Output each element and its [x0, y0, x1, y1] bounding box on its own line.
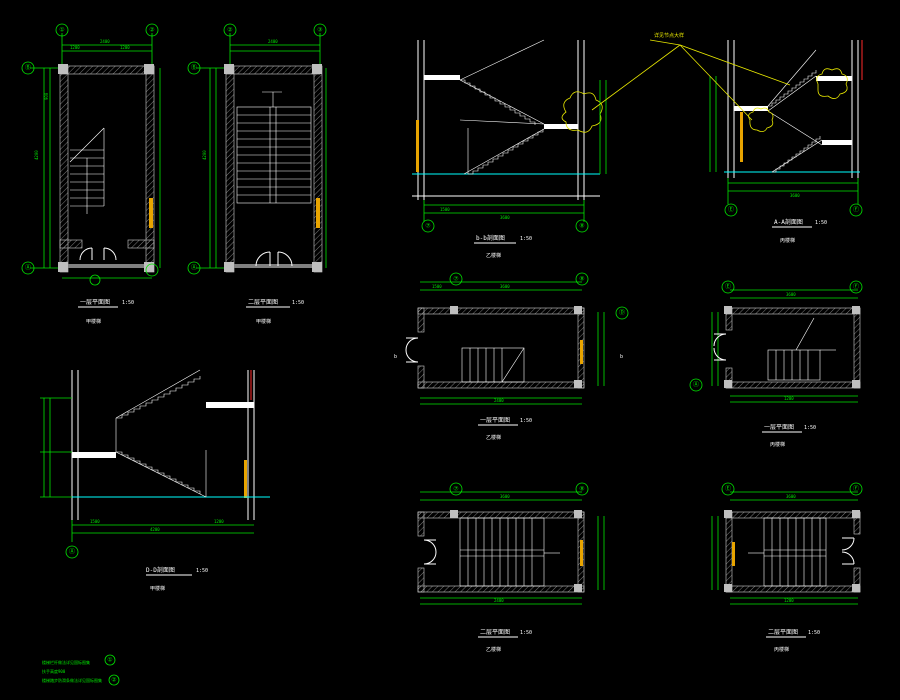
stair-name: 丙楼梯 — [770, 441, 785, 448]
axis-label: Ⓐ — [191, 264, 197, 272]
plan-jia-first-floor: ① ② Ⓑ Ⓐ 2400 1200 1200 4200 900 一层平面图 1:… — [21, 23, 161, 325]
dimension-label: 2400 — [268, 39, 278, 44]
axis-label: ⑧ — [579, 486, 584, 493]
leader-note: 详见节点大样 — [654, 32, 684, 39]
dimension-label: 3600 — [786, 494, 796, 499]
dimension-label: 1500 — [90, 519, 100, 524]
view-title: 一层平面图 — [480, 417, 510, 424]
note-symbol — [108, 674, 120, 686]
dimension-label: 1200 — [784, 598, 794, 603]
view-title: 二层平面图 — [768, 629, 798, 636]
stair-name: 乙楼梯 — [486, 434, 501, 441]
stair-name: 甲楼梯 — [150, 585, 165, 592]
note-symbol-label: ② — [111, 677, 116, 684]
view-scale: 1:50 — [804, 425, 816, 431]
axis-label: ⑧ — [579, 223, 584, 230]
view-scale: 1:50 — [808, 630, 820, 636]
dimension-label: 900 — [44, 92, 49, 100]
note-line: 扶手高度900 — [42, 668, 66, 674]
dimension-label: 1200 — [120, 45, 130, 50]
section-mark: b — [394, 354, 397, 360]
dimension-label: 4200 — [202, 150, 207, 160]
view-title: 一层平面图 — [80, 299, 110, 306]
axis-label: ② — [227, 27, 232, 34]
dimension-label: 2400 — [494, 398, 504, 403]
dimension-label: 1200 — [70, 45, 80, 50]
dimension-label: 3600 — [786, 292, 796, 297]
view-title: D-D剖面图 — [146, 566, 175, 574]
note-line: 楼梯踏步防滑条做法详见国标图集 — [42, 677, 102, 683]
axis-label: Ⓓ — [619, 309, 625, 317]
dimension-label: 1200 — [784, 396, 794, 401]
section-jia-dd: Ⓐ 4200 1500 1200 D-D剖面图 1:50 甲楼梯 — [40, 369, 270, 592]
view-scale: 1:50 — [292, 300, 304, 306]
view-title: 二层平面图 — [480, 629, 510, 636]
axis-label: ① — [59, 27, 64, 34]
axis-label: ⑦ — [453, 486, 458, 493]
axis-label: Ⓕ — [853, 206, 859, 214]
view-title: 一层平面图 — [764, 424, 794, 431]
axis-label: Ⓕ — [853, 485, 859, 493]
section-mark: b — [620, 354, 623, 360]
axis-label: Ⓔ — [728, 206, 734, 214]
axis-label: Ⓔ — [725, 485, 731, 493]
axis-label: Ⓐ — [69, 548, 75, 556]
axis-label: Ⓑ — [25, 64, 31, 72]
view-scale: 1:50 — [122, 300, 134, 306]
view-title: 二层平面图 — [248, 299, 278, 306]
section-yi-bb: ⑦ ⑧ 3600 1500 b-b剖面图 1:50 乙楼梯 — [412, 39, 607, 259]
view-scale: 1:50 — [196, 568, 208, 574]
axis-label: Ⓔ — [725, 283, 731, 291]
detail-leader: 详见节点大样 — [591, 32, 791, 121]
stair-name: 甲楼梯 — [256, 318, 271, 325]
plan-bing-second-floor: Ⓔ Ⓕ 3600 1200 二层平面图 1:50 丙楼梯 — [711, 482, 863, 653]
axis-label: ② — [149, 27, 154, 34]
axis-label: Ⓐ — [693, 381, 699, 389]
dimension-label: 3600 — [500, 284, 510, 289]
section-bing-aa: Ⓔ Ⓕ 3600 A-A剖面图 1:50 丙楼梯 — [709, 40, 863, 244]
view-title: A-A剖面图 — [774, 218, 803, 226]
stair-name: 丙楼梯 — [780, 237, 795, 244]
axis-label: Ⓕ — [853, 283, 859, 291]
dimension-label: 1500 — [432, 284, 442, 289]
view-scale: 1:50 — [520, 630, 532, 636]
dimension-label: 3600 — [500, 215, 510, 220]
dimension-label: 3600 — [790, 193, 800, 198]
axis-label: Ⓐ — [25, 264, 31, 272]
view-scale: 1:50 — [520, 418, 532, 424]
stair-name: 乙楼梯 — [486, 646, 501, 653]
note-symbol-label: ① — [107, 657, 112, 664]
view-scale: 1:50 — [815, 220, 827, 226]
stair-name: 乙楼梯 — [486, 252, 501, 259]
plan-yi-second-floor: ⑦ ⑧ 3600 2400 二层平面图 1:50 乙楼梯 — [417, 482, 605, 653]
view-scale: 1:50 — [520, 236, 532, 242]
plan-jia-second-floor: ② ③ Ⓑ Ⓐ 2400 4200 二层平面图 1:50 甲楼梯 — [187, 23, 327, 325]
dimension-label: 1500 — [440, 207, 450, 212]
axis-label: ⑦ — [453, 276, 458, 283]
dimension-label: 4200 — [150, 527, 160, 532]
axis-label: ⑧ — [579, 276, 584, 283]
axis-label: ⑦ — [425, 223, 430, 230]
note-symbol — [104, 654, 116, 666]
note-line: 楼梯栏杆做法详见国标图集 — [42, 659, 90, 665]
dimension-label: 1200 — [214, 519, 224, 524]
view-title: b-b剖面图 — [476, 234, 505, 242]
stair-name: 甲楼梯 — [86, 318, 101, 325]
general-notes: 楼梯栏杆做法详见国标图集 扶手高度900 楼梯踏步防滑条做法详见国标图集 ① ② — [42, 654, 120, 686]
dimension-label: 4200 — [34, 150, 39, 160]
axis-label: ③ — [317, 27, 322, 34]
dimension-label: 2400 — [494, 598, 504, 603]
dimension-label: 2400 — [100, 39, 110, 44]
plan-bing-first-floor: Ⓔ Ⓕ Ⓐ 3600 1200 一层平面图 1:50 丙楼梯 — [689, 280, 863, 448]
axis-label: Ⓑ — [191, 64, 197, 72]
dimension-label: 3600 — [500, 494, 510, 499]
plan-yi-first-floor: b b ⑦ ⑧ Ⓓ 3600 1500 2400 一层平面图 1:50 乙楼梯 — [394, 272, 629, 441]
stair-name: 丙楼梯 — [774, 646, 789, 653]
